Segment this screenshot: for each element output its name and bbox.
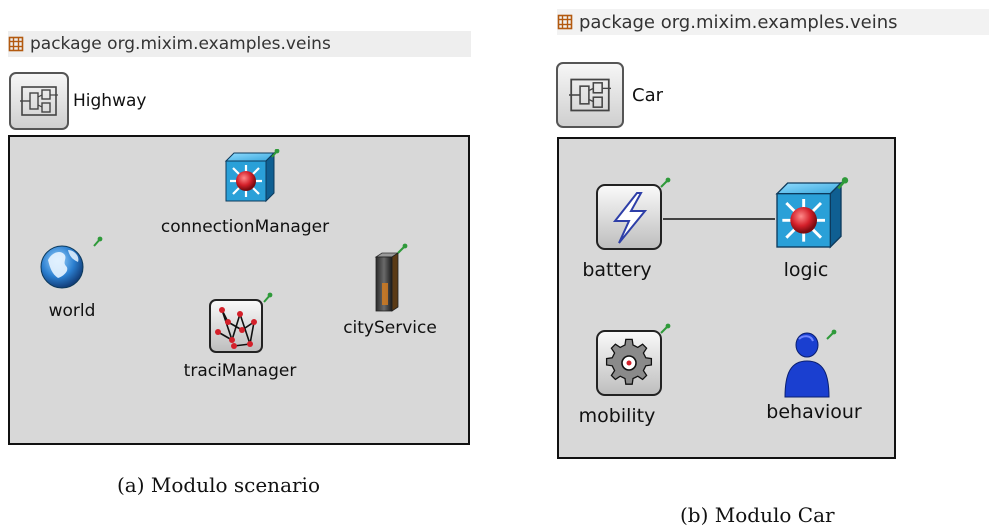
figure-caption-a: (a) Modulo scenario (117, 473, 320, 497)
module-title-car: Car (556, 62, 663, 128)
submodule-label: logic (783, 259, 829, 281)
submodule-label: connectionManager (160, 217, 330, 237)
network-graph-icon (209, 292, 273, 353)
submodule-label: mobility (578, 405, 656, 427)
pin-icon (660, 323, 671, 334)
submodule-label: cityService (343, 318, 437, 338)
submodule-label: behaviour (766, 401, 862, 423)
pin-icon (397, 243, 408, 254)
pin-icon (826, 329, 837, 340)
pin-icon (660, 177, 671, 188)
compound-module-icon (9, 72, 69, 130)
package-bar-left: package org.mixim.examples.veins (8, 31, 471, 57)
switch-icon (224, 148, 280, 203)
switch-icon (775, 177, 849, 249)
connection-line (663, 218, 775, 220)
package-text: package org.mixim.examples.veins (579, 11, 898, 33)
package-icon (557, 14, 573, 30)
package-bar-right: package org.mixim.examples.veins (557, 9, 989, 35)
submodule-battery[interactable] (593, 177, 673, 253)
pin-icon (271, 148, 280, 158)
module-name: Car (632, 84, 663, 106)
module-name: Highway (73, 91, 147, 111)
pin-icon (93, 236, 103, 247)
package-text: package org.mixim.examples.veins (30, 34, 331, 54)
globe-icon (40, 236, 103, 289)
submodule-world[interactable] (38, 232, 108, 292)
figure-caption-b: (b) Modulo Car (680, 503, 835, 527)
submodule-label: battery (582, 259, 652, 281)
module-canvas-highway: connectionManager world cityService trac… (8, 135, 470, 445)
module-canvas-car: battery logic mobility (557, 137, 896, 459)
submodule-traci-manager[interactable] (206, 292, 278, 356)
submodule-city-service[interactable] (368, 243, 418, 313)
submodule-connection-manager[interactable] (220, 148, 280, 205)
gear-icon (596, 323, 671, 396)
person-icon (784, 329, 837, 398)
compound-module-icon (556, 62, 624, 128)
submodule-label: world (48, 301, 96, 321)
pin-icon (837, 177, 849, 190)
submodule-mobility[interactable] (593, 323, 673, 399)
submodule-label: traciManager (183, 361, 297, 381)
module-title-highway: Highway (9, 72, 146, 130)
server-icon (374, 243, 408, 312)
pin-icon (263, 292, 273, 303)
submodule-logic[interactable] (769, 177, 849, 253)
battery-icon (596, 177, 671, 250)
package-icon (8, 36, 24, 52)
submodule-behaviour[interactable] (777, 325, 847, 401)
